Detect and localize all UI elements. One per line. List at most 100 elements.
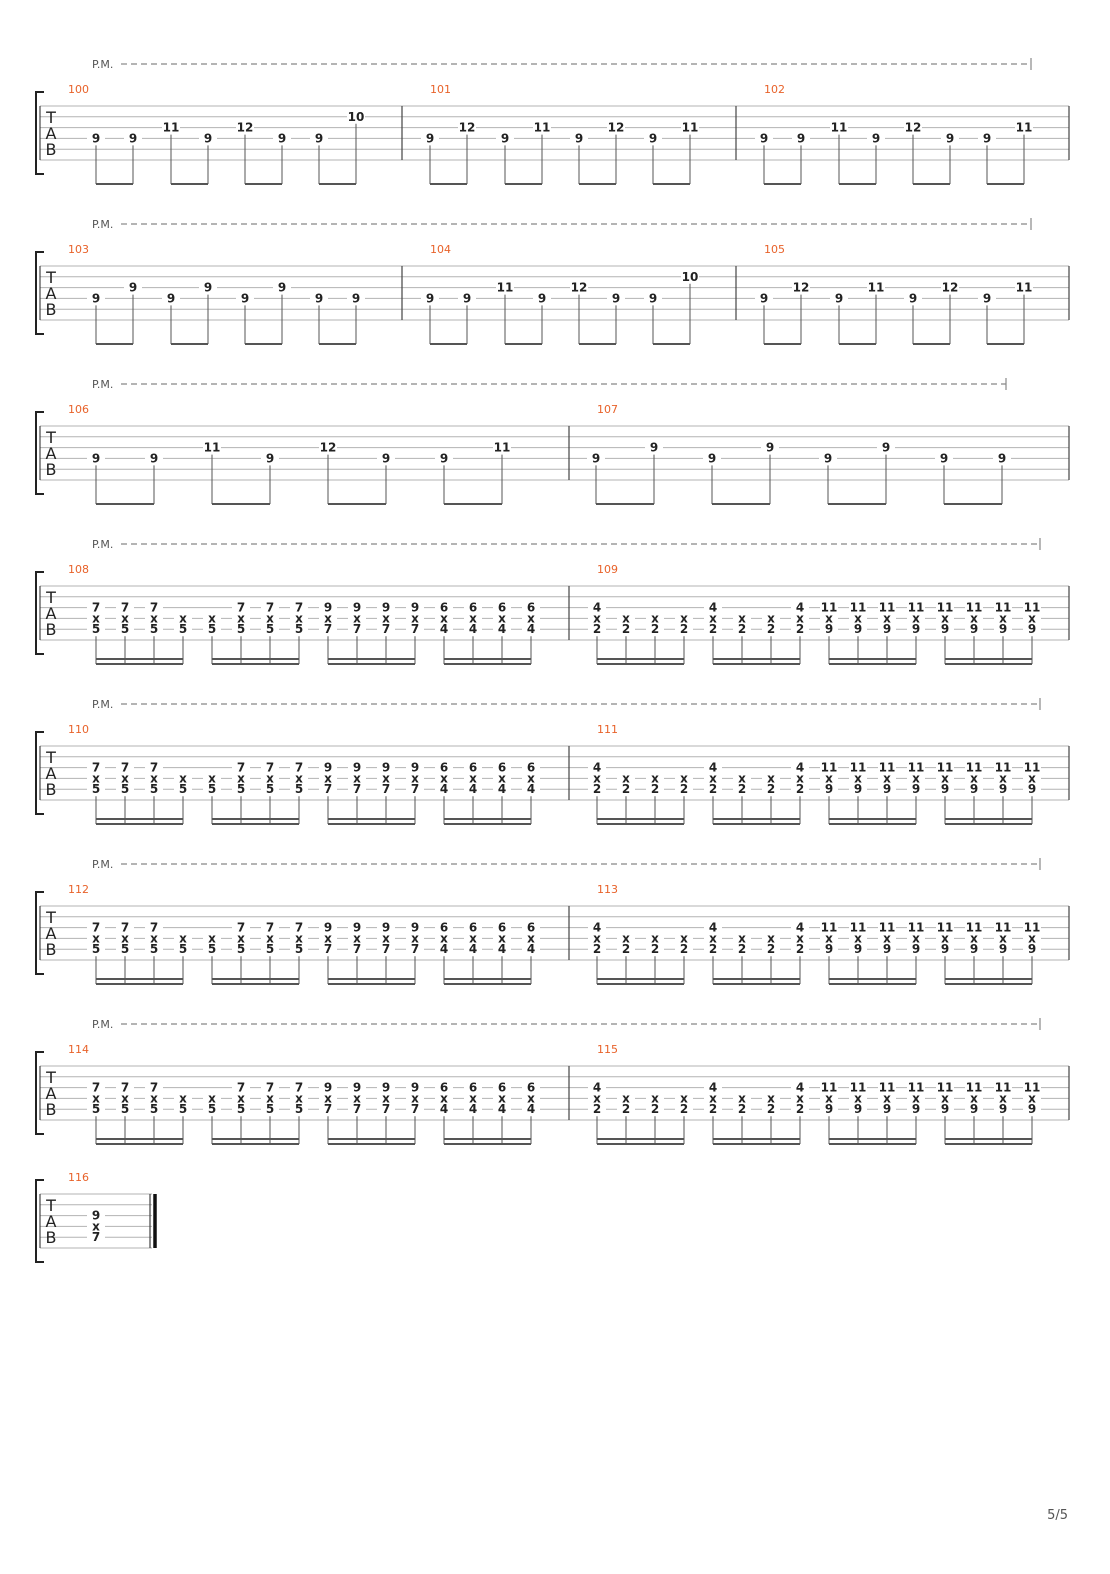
fret-number: 9 (440, 451, 448, 465)
fret-number: 9 (92, 291, 100, 305)
fret-mask (936, 921, 954, 933)
fret-mask (907, 1092, 925, 1104)
fret-mask (406, 943, 424, 955)
fret-mask (87, 772, 105, 784)
fret-number: 6 (469, 601, 477, 615)
fret-number: 5 (179, 1102, 187, 1116)
fret-mask (174, 932, 192, 944)
fret-mask (849, 943, 867, 955)
fret-mask (965, 1103, 983, 1115)
fret-mask (464, 1103, 482, 1115)
fret-mask (849, 761, 867, 773)
fret-mask (522, 932, 540, 944)
fret-number: 5 (150, 622, 158, 636)
fret-mask (116, 921, 134, 933)
fret-mask (493, 1081, 511, 1093)
fret-mask (310, 132, 328, 145)
fret-mask (493, 932, 511, 944)
fret-mask (907, 612, 925, 624)
fret-number: 9 (760, 291, 768, 305)
fret-number: 7 (324, 782, 332, 796)
fret-number: 12 (320, 441, 337, 455)
fret-mask (348, 1103, 366, 1115)
dead-note-mark: x (295, 1091, 303, 1105)
fret-number: 4 (469, 622, 477, 636)
fret-mask (978, 132, 996, 145)
fret-number: 9 (538, 291, 546, 305)
fret-mask (994, 612, 1012, 624)
fret-mask (849, 1092, 867, 1104)
dead-note-mark: x (353, 931, 361, 945)
fret-mask (1023, 1081, 1041, 1093)
tab-clef-letter: A (46, 1212, 57, 1231)
tab-clef-letter: T (45, 908, 56, 927)
fret-number: 5 (266, 782, 274, 796)
fret-mask (435, 612, 453, 624)
fret-mask (435, 772, 453, 784)
fret-number: 7 (266, 1081, 274, 1095)
fret-number: 2 (796, 782, 804, 796)
tab-clef-letter: T (45, 1068, 56, 1087)
fret-number: 7 (92, 1230, 100, 1244)
fret-number: 11 (908, 921, 925, 935)
fret-number: 9 (324, 1081, 332, 1095)
fret-mask (675, 943, 693, 955)
fret-number: 7 (121, 1081, 129, 1095)
dead-note-mark: x (469, 931, 477, 945)
dead-note-mark: x (912, 931, 920, 945)
fret-number: 6 (469, 1081, 477, 1095)
fret-mask (199, 281, 217, 294)
dead-note-mark: x (150, 611, 158, 625)
fret-number: 9 (883, 1102, 891, 1116)
fret-mask (936, 943, 954, 955)
fret-mask (232, 783, 250, 795)
dead-note-mark: x (324, 771, 332, 785)
fret-mask (588, 761, 606, 773)
dead-note-mark: x (796, 771, 804, 785)
fret-number: 5 (121, 782, 129, 796)
fret-number: 4 (527, 942, 535, 956)
fret-mask (406, 1103, 424, 1115)
fret-mask (203, 1103, 221, 1115)
fret-mask (145, 612, 163, 624)
fret-mask (406, 612, 424, 624)
fret-number: 11 (831, 121, 848, 135)
dead-note-mark: x (382, 1091, 390, 1105)
fret-number: 9 (266, 451, 274, 465)
fret-mask (878, 772, 896, 784)
fret-mask (232, 623, 250, 635)
fret-number: 11 (850, 1081, 867, 1095)
fret-number: 9 (999, 782, 1007, 796)
dead-note-mark: x (680, 1091, 688, 1105)
tab-clef-letter: T (45, 268, 56, 287)
dead-note-mark: x (883, 611, 891, 625)
fret-number: 9 (825, 782, 833, 796)
fret-number: 9 (1028, 622, 1036, 636)
fret-number: 2 (593, 1102, 601, 1116)
fret-mask (849, 623, 867, 635)
fret-number: 7 (324, 1102, 332, 1116)
fret-number: 2 (593, 942, 601, 956)
system-bracket (35, 91, 44, 175)
fret-number: 2 (651, 622, 659, 636)
fret-mask (464, 932, 482, 944)
fret-number: 11 (966, 761, 983, 775)
fret-number: 9 (92, 1209, 100, 1223)
fret-mask (116, 761, 134, 773)
fret-mask (791, 783, 809, 795)
fret-number: 9 (941, 1102, 949, 1116)
fret-mask (347, 292, 365, 305)
fret-number: 7 (295, 761, 303, 775)
dead-note-mark: x (382, 611, 390, 625)
dead-note-mark: x (796, 611, 804, 625)
fret-mask (820, 772, 838, 784)
fret-mask (203, 623, 221, 635)
fret-number: 12 (793, 281, 810, 295)
fret-mask (290, 943, 308, 955)
fret-mask (174, 623, 192, 635)
fret-number: 4 (469, 782, 477, 796)
fret-mask (820, 783, 838, 795)
fret-mask (675, 932, 693, 944)
dead-note-mark: x (651, 611, 659, 625)
fret-number: 6 (440, 1081, 448, 1095)
